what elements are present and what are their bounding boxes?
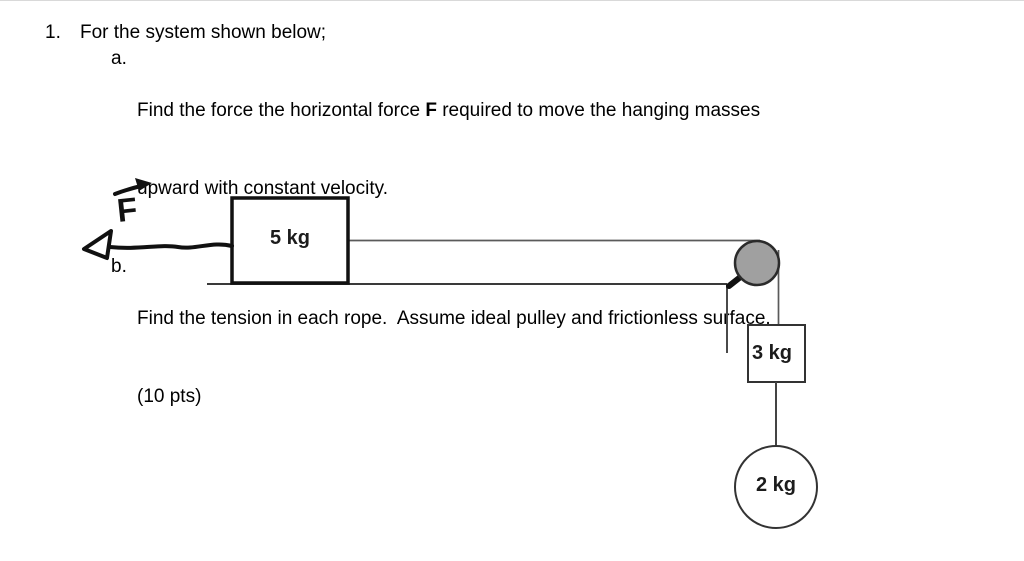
part-b: b. Find the tension in each rope. Assume… [45, 254, 771, 462]
force-arrow-line [108, 242, 234, 250]
force-label: F [115, 190, 139, 229]
problem-statement: 1. For the system shown below; a. Find t… [45, 20, 771, 462]
top-edge-line [0, 0, 1024, 1]
box-3kg-label: 3 kg [752, 342, 793, 364]
part-a-line1: Find the force the horizontal force F re… [137, 98, 760, 124]
part-a-text: Find the force the horizontal force F re… [137, 46, 760, 254]
problem-heading: 1. For the system shown below; [45, 20, 771, 46]
part-a-line1-pre: Find the force the horizontal force [137, 100, 426, 121]
part-b-text: Find the tension in each rope. Assume id… [137, 254, 771, 462]
vector-hat-arrowhead-icon [135, 178, 152, 191]
ball-2kg-label: 2 kg [755, 474, 797, 496]
part-b-line1: Find the tension in each rope. Assume id… [137, 308, 771, 329]
part-b-marker: b. [111, 256, 127, 277]
box-3kg [747, 324, 806, 383]
part-a-line2: upward with constant velocity. [137, 178, 388, 199]
problem-number: 1. [45, 22, 61, 43]
part-a: a. Find the force the horizontal force F… [45, 46, 771, 254]
part-a-line1-bold-f: F [425, 100, 437, 121]
ball-2kg [734, 445, 818, 529]
part-a-marker: a. [111, 48, 127, 69]
part-b-points: (10 pts) [137, 386, 202, 407]
force-arrowhead-icon [82, 229, 113, 260]
block-5kg [230, 196, 350, 285]
part-a-line1-post: required to move the hanging masses [436, 100, 761, 121]
block-5kg-label: 5 kg [269, 227, 311, 249]
problem-title: For the system shown below; [80, 22, 327, 43]
pulley-wheel [733, 239, 781, 287]
